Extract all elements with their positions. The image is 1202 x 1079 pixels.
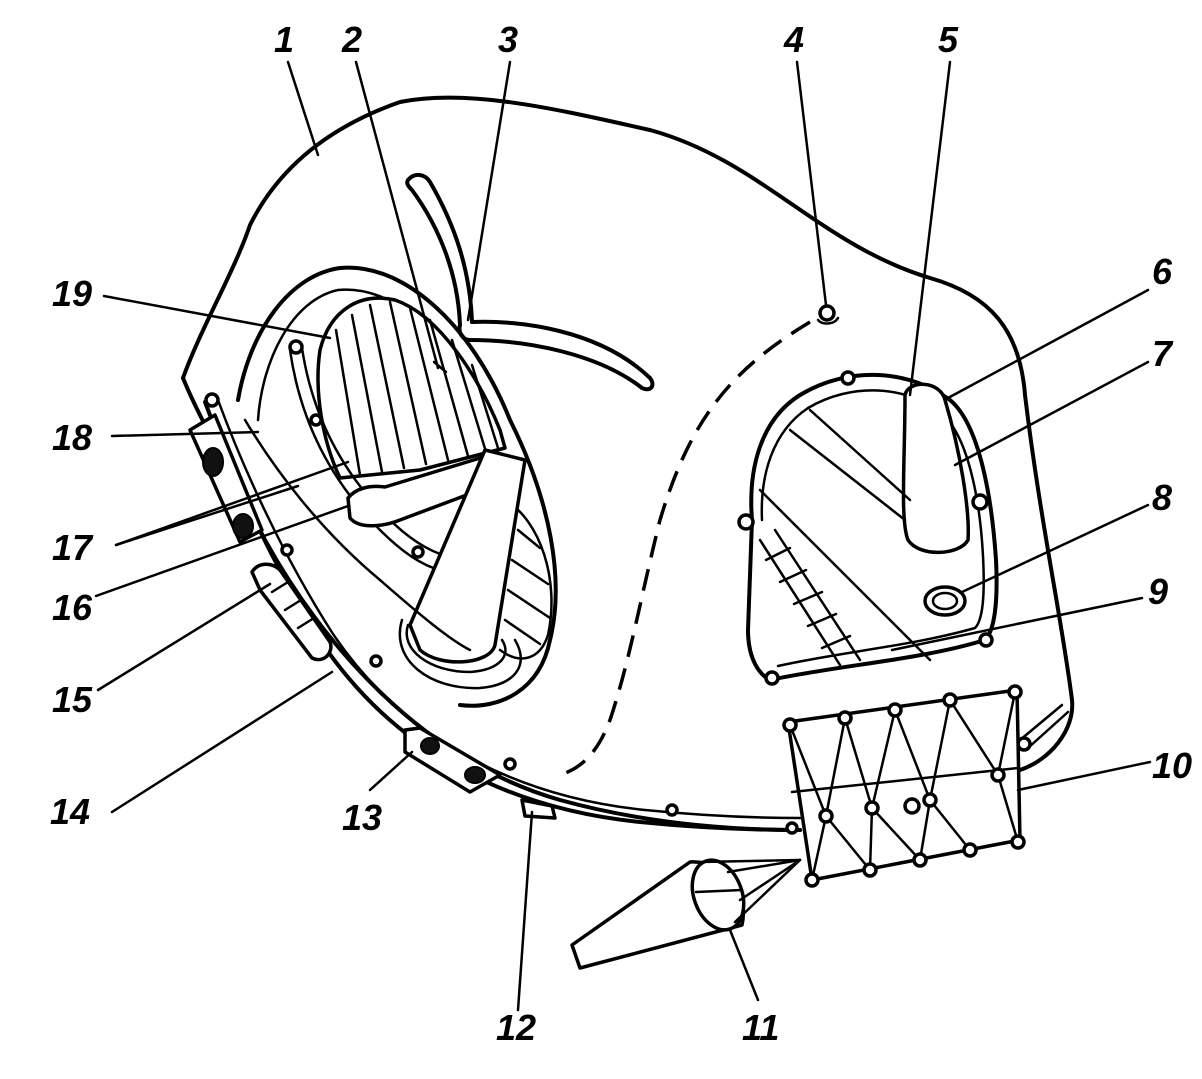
clamp-15-tick <box>283 598 303 612</box>
pipe-stud <box>309 413 323 427</box>
pipe-end <box>288 339 304 355</box>
rail-rivet <box>204 392 220 408</box>
rail-rivet <box>503 757 517 771</box>
foot-column-base-outer <box>398 618 522 690</box>
label-1: 1 <box>274 19 294 60</box>
pipe-stud <box>411 545 425 559</box>
foot-column <box>408 448 527 664</box>
foot-column-base <box>405 623 507 674</box>
hatch-side <box>746 518 772 682</box>
rail-rivet <box>785 821 799 835</box>
label-15: 15 <box>52 679 93 720</box>
hull-outline <box>181 95 1075 772</box>
left-bracket-bolt <box>232 513 254 539</box>
hatch-latch <box>737 513 755 531</box>
label-9: 9 <box>1148 571 1168 612</box>
seat-opening-outer <box>236 265 558 708</box>
eyelet-4 <box>818 304 836 322</box>
label-2: 2 <box>341 19 362 60</box>
hatch-frame-6 <box>749 372 999 682</box>
leader-lines <box>94 60 1152 1012</box>
clamp-15 <box>250 562 333 662</box>
rail-rivet <box>280 543 294 557</box>
label-7: 7 <box>1152 333 1174 374</box>
label-11: 11 <box>742 1007 779 1048</box>
dashed-route <box>559 320 811 777</box>
ladder-rungs <box>764 546 852 650</box>
label-19: 19 <box>52 273 92 314</box>
truss-members <box>788 690 1020 882</box>
seat-back-hatching <box>334 300 500 477</box>
fitting-12 <box>520 798 557 820</box>
label-3: 3 <box>498 19 518 60</box>
right-stub <box>1018 703 1070 750</box>
clamp-15-tick <box>270 580 290 594</box>
label-10: 10 <box>1152 745 1192 786</box>
bracket-13 <box>403 726 502 794</box>
eyelet-4-ring <box>816 316 840 325</box>
ring-8 <box>923 585 967 617</box>
rail-rivet <box>369 654 383 668</box>
hatch-panel-line <box>788 428 907 522</box>
label-16: 16 <box>52 587 93 628</box>
label-4: 4 <box>783 19 804 60</box>
lever-arm-3 <box>405 173 655 392</box>
seat-cushion-hatching <box>503 528 552 646</box>
drogue-lines <box>694 858 802 924</box>
label-12: 12 <box>496 1007 536 1048</box>
padding-18 <box>243 418 472 652</box>
label-14: 14 <box>50 791 90 832</box>
label-6: 6 <box>1152 251 1173 292</box>
label-5: 5 <box>938 19 959 60</box>
left-bracket-bolt <box>202 447 224 477</box>
hatch-frame-6-inner <box>760 389 985 668</box>
bracket-13-bolt <box>464 766 486 784</box>
hatch-panel-line <box>758 488 932 662</box>
label-18: 18 <box>52 417 92 458</box>
ring-8-inner <box>931 591 959 611</box>
hatch-latch <box>840 370 856 386</box>
label-8: 8 <box>1152 477 1172 518</box>
hatch-latch <box>978 632 994 648</box>
label-13: 13 <box>342 797 382 838</box>
label-17: 17 <box>52 527 94 568</box>
hatch-latch <box>971 493 989 511</box>
bracket-13-bolt <box>420 737 440 755</box>
hatch-panel-line <box>808 408 912 502</box>
clamp-15-tick <box>296 616 316 630</box>
rail-rivet <box>665 803 679 817</box>
hatch-latch <box>764 670 780 686</box>
truss-frame-10 <box>786 688 1022 882</box>
left-bracket <box>188 413 264 544</box>
truss-joints <box>782 684 1026 888</box>
